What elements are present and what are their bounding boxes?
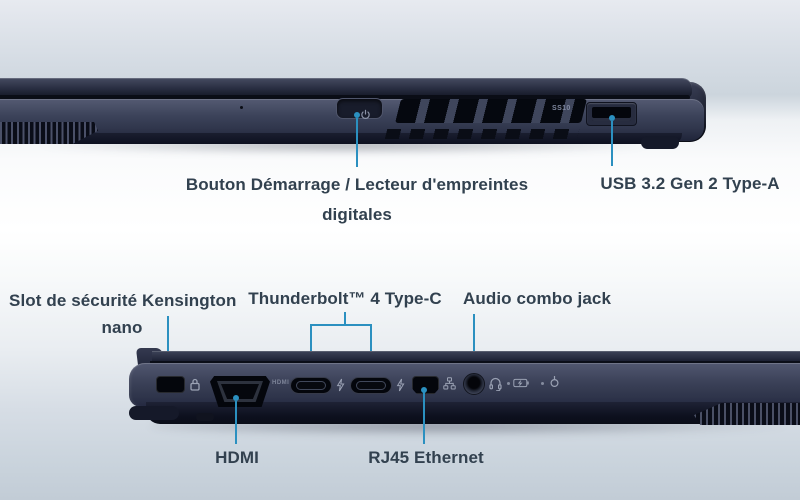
thunderbolt-port-1 [290, 377, 332, 394]
rj45-callout-dot [421, 387, 427, 393]
thunderbolt-port-1-inner [296, 381, 326, 390]
audio-label: Audio combo jack [462, 289, 611, 308]
hdmi-port-inner [221, 384, 259, 399]
lid-body-seam [150, 361, 800, 364]
rubber-foot-small [196, 413, 214, 421]
kensington-nano-slot [156, 376, 185, 393]
left-vent-grille [0, 122, 98, 144]
power-fingerprint-label: Bouton Démarrage / Lecteur d'empreintes … [79, 170, 635, 230]
power-fingerprint-label-line1: Bouton Démarrage / Lecteur d'empreintes [185, 175, 529, 194]
bottom-vent-slots [384, 129, 580, 139]
hdmi-label: HDMI [215, 448, 259, 467]
microphone-hole [240, 106, 243, 109]
hdmi-port-rim [217, 381, 263, 402]
thunderbolt-label: Thunderbolt™ 4 Type-C [248, 289, 442, 308]
kensington-label: Slot de sécurité Kensington nano [9, 287, 237, 341]
top-laptop-view: SS10 Bouton Démarrage / Lecteur d'emprei… [0, 78, 780, 230]
hdmi-callout-dot [233, 395, 239, 401]
laptop-lid-edge [0, 78, 692, 98]
hdmi-callout-line [235, 401, 237, 444]
usb-callout-dot [609, 115, 615, 121]
rubber-foot-large [129, 406, 179, 420]
power-callout-dot [354, 112, 360, 118]
power-fingerprint-label-line2: digitales [322, 205, 392, 224]
laptop-bottom-face [146, 402, 800, 424]
audio-callout-line [473, 314, 475, 377]
rj45-callout-line [423, 392, 425, 444]
kensington-label-line1: Slot de sécurité Kensington [9, 291, 237, 310]
usb-superspeed-logo: SS10 [552, 105, 571, 112]
kensington-callout-line [167, 316, 169, 379]
power-button-fingerprint-reader [336, 98, 383, 119]
hdmi-chassis-print: HDMI [272, 380, 290, 386]
bottom-laptop-view: Slot de sécurité Kensington nano Thunder… [0, 250, 800, 500]
lid-body-seam [0, 95, 690, 100]
hdmi-port [210, 376, 270, 407]
audio-combo-jack-port [463, 373, 485, 395]
usb-callout-line [611, 121, 613, 166]
kensington-label-line2: nano [101, 318, 143, 337]
power-led [541, 382, 544, 385]
battery-led [507, 382, 510, 385]
power-callout-line [356, 118, 358, 167]
laptop-lid-edge [152, 351, 800, 363]
thunderbolt-callout-stub [344, 312, 346, 325]
rj45-label: RJ45 Ethernet [368, 448, 484, 467]
rubber-foot [641, 136, 679, 149]
rj45-micro-port [412, 376, 439, 394]
thunderbolt-port-2 [350, 377, 392, 394]
laptop-bottom-face [0, 133, 682, 144]
right-vent-grille [694, 403, 800, 425]
thunderbolt-port-2-inner [356, 381, 386, 390]
usb-type-a-port-inner [592, 107, 631, 121]
usb-label: USB 3.2 Gen 2 Type-A [600, 174, 780, 193]
thunderbolt-callout-bracket [310, 324, 372, 326]
